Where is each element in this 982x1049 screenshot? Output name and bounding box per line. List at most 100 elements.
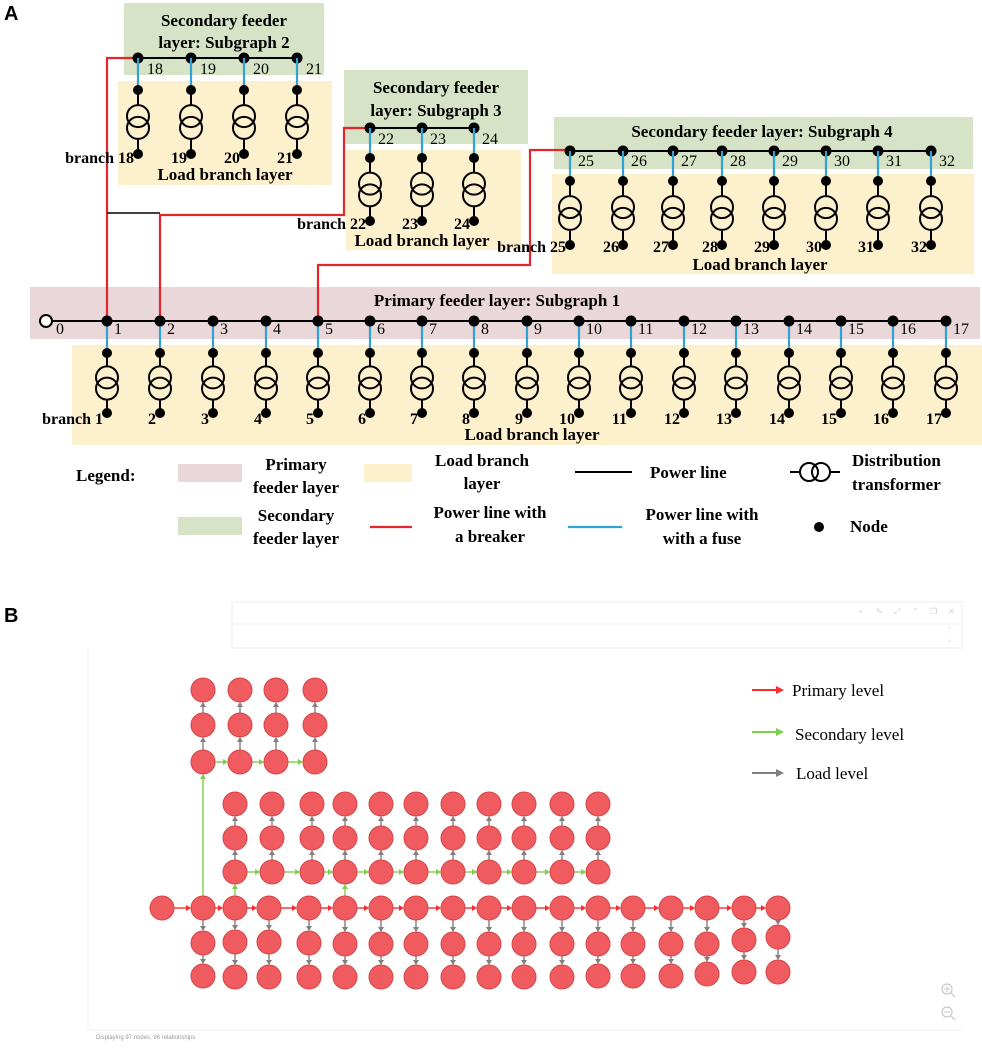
graph-node[interactable] (658, 931, 684, 957)
toolbar-edit-icon[interactable]: ✎ (876, 607, 883, 616)
graph-node[interactable] (620, 931, 646, 957)
graph-node[interactable] (476, 791, 502, 817)
graph-node[interactable] (263, 749, 289, 775)
graph-node[interactable] (549, 791, 575, 817)
toolbar-copy-icon[interactable]: ❐ (930, 607, 937, 616)
graph-node[interactable] (403, 859, 429, 885)
graph-node[interactable] (190, 963, 216, 989)
toolbar-pin-icon[interactable]: + (858, 607, 863, 616)
graph-node[interactable] (302, 712, 328, 738)
graph-node[interactable] (256, 929, 282, 955)
graph-node[interactable] (511, 895, 537, 921)
graph-node[interactable] (227, 712, 253, 738)
graph-node[interactable] (332, 825, 358, 851)
graph-node[interactable] (511, 859, 537, 885)
graph-node[interactable] (549, 825, 575, 851)
graph-node[interactable] (731, 927, 757, 953)
graph-node[interactable] (511, 791, 537, 817)
graph-node[interactable] (511, 964, 537, 990)
graph-node[interactable] (694, 895, 720, 921)
graph-node[interactable] (259, 791, 285, 817)
toolbar-arrow-up-icon[interactable]: ‹ (948, 623, 951, 632)
graph-node[interactable] (302, 749, 328, 775)
graph-node[interactable] (440, 964, 466, 990)
graph-node[interactable] (222, 929, 248, 955)
graph-node[interactable] (190, 895, 216, 921)
graph-node[interactable] (403, 964, 429, 990)
graph-node[interactable] (731, 895, 757, 921)
graph-node[interactable] (368, 964, 394, 990)
graph-node[interactable] (476, 895, 502, 921)
graph-node[interactable] (620, 963, 646, 989)
toolbar-close-icon[interactable]: ✕ (948, 607, 955, 616)
graph-node[interactable] (731, 959, 757, 985)
graph-node[interactable] (332, 791, 358, 817)
graph-node[interactable] (511, 825, 537, 851)
graph-node[interactable] (476, 931, 502, 957)
graph-node[interactable] (190, 930, 216, 956)
viewer-toolbar-icons[interactable]: + ✎ ⤢ ⌃ ❐ ✕ ‹ ‹ (858, 607, 955, 645)
graph-node[interactable] (190, 749, 216, 775)
graph-node[interactable] (765, 959, 791, 985)
graph-node[interactable] (585, 825, 611, 851)
graph-node[interactable] (296, 964, 322, 990)
graph-node[interactable] (440, 859, 466, 885)
graph-node[interactable] (256, 895, 282, 921)
graph-node[interactable] (620, 895, 646, 921)
graph-node[interactable] (263, 712, 289, 738)
zoom-in-icon[interactable] (941, 983, 953, 995)
zoom-out-icon[interactable] (941, 1006, 953, 1018)
toolbar-arrow-down-icon[interactable]: ‹ (948, 636, 951, 645)
graph-node[interactable] (368, 859, 394, 885)
graph-node[interactable] (368, 825, 394, 851)
zoom-in-button[interactable] (941, 983, 956, 998)
graph-node[interactable] (332, 964, 358, 990)
graph-node[interactable] (585, 931, 611, 957)
graph-node[interactable] (332, 931, 358, 957)
graph-node[interactable] (694, 961, 720, 987)
graph-node[interactable] (549, 931, 575, 957)
graph-node[interactable] (256, 964, 282, 990)
graph-node[interactable] (222, 791, 248, 817)
graph-node[interactable] (549, 859, 575, 885)
graph-node[interactable] (222, 895, 248, 921)
graph-node[interactable] (302, 677, 328, 703)
graph-node[interactable] (658, 895, 684, 921)
graph-node[interactable] (585, 859, 611, 885)
toolbar-collapse-icon[interactable]: ⌃ (912, 607, 919, 616)
graph-node[interactable] (296, 930, 322, 956)
graph-node[interactable] (549, 964, 575, 990)
graph-node[interactable] (694, 931, 720, 957)
graph-node[interactable] (227, 677, 253, 703)
graph-node[interactable] (263, 677, 289, 703)
graph-node[interactable] (403, 895, 429, 921)
toolbar-expand-icon[interactable]: ⤢ (893, 607, 900, 616)
graph-node[interactable] (440, 931, 466, 957)
graph-node[interactable] (227, 749, 253, 775)
graph-node[interactable] (440, 791, 466, 817)
graph-node[interactable] (440, 825, 466, 851)
graph-node[interactable] (585, 791, 611, 817)
graph-node[interactable] (765, 924, 791, 950)
graph-node[interactable] (222, 859, 248, 885)
zoom-out-button[interactable] (941, 1006, 956, 1021)
graph-node[interactable] (585, 963, 611, 989)
graph-node[interactable] (332, 895, 358, 921)
graph-node[interactable] (403, 791, 429, 817)
graph-node[interactable] (476, 964, 502, 990)
graph-node[interactable] (296, 895, 322, 921)
graph-node[interactable] (149, 895, 175, 921)
graph-node[interactable] (332, 859, 358, 885)
graph-node[interactable] (476, 859, 502, 885)
graph-node[interactable] (222, 964, 248, 990)
graph-node[interactable] (765, 895, 791, 921)
graph-node[interactable] (658, 963, 684, 989)
graph-node[interactable] (259, 825, 285, 851)
graph-node[interactable] (549, 895, 575, 921)
graph-node[interactable] (190, 677, 216, 703)
graph-node[interactable] (299, 791, 325, 817)
graph-node[interactable] (368, 895, 394, 921)
graph-node[interactable] (440, 895, 466, 921)
graph-node[interactable] (368, 931, 394, 957)
graph-node[interactable] (403, 931, 429, 957)
